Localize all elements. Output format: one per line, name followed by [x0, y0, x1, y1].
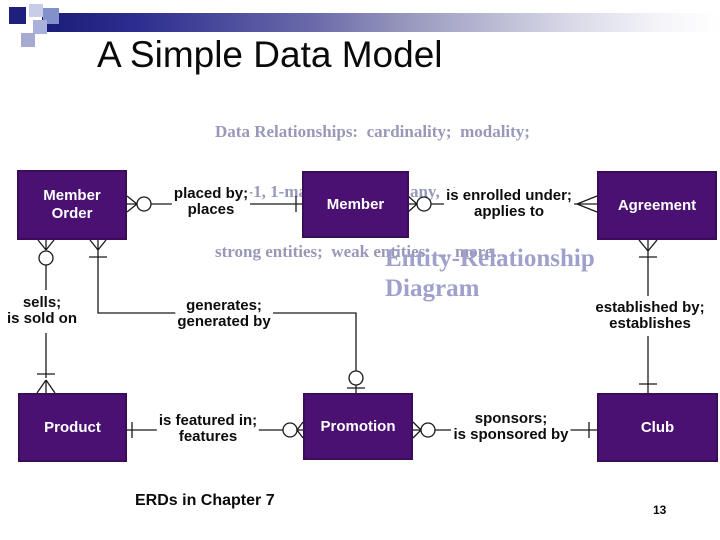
crows-foot-icon — [412, 421, 422, 439]
connector-sponsors — [412, 421, 597, 439]
connector-featured-in — [127, 421, 304, 439]
relationship-line: is featured in; — [158, 412, 258, 429]
connector-established-by — [638, 239, 658, 393]
relationship-line: features — [178, 428, 238, 445]
optional-circle-icon — [136, 196, 152, 212]
relationship-label-established-by: established by; establishes — [593, 299, 707, 332]
relationship-line: places — [187, 201, 235, 218]
page-number: 13 — [653, 503, 667, 517]
subtitle-line-1: Data Relationships: cardinality; modalit… — [215, 122, 530, 141]
optional-circle-icon — [348, 370, 364, 386]
footer-text: ERDs in Chapter 7 — [135, 492, 275, 509]
crows-foot-icon — [36, 379, 56, 394]
relationship-line: generated by — [177, 313, 271, 330]
relationship-line: is sponsored by — [453, 426, 569, 443]
entity-box-promotion: Promotion — [303, 393, 413, 460]
entity-label: Agreement — [617, 196, 697, 214]
relationship-label-enrolled-under: is enrolled under; applies to — [444, 188, 574, 220]
relationship-line: applies to — [473, 203, 545, 220]
optional-circle-icon — [420, 422, 436, 438]
relationship-line: placed by; — [173, 185, 249, 202]
deco-square-slate — [43, 8, 59, 24]
crows-foot-icon — [89, 239, 107, 251]
entity-box-club: Club — [597, 393, 718, 462]
entity-box-member: Member — [302, 171, 409, 238]
deco-square-navy — [9, 7, 26, 24]
crows-foot-icon — [576, 195, 598, 213]
crows-foot-icon — [407, 195, 418, 213]
connector-line — [97, 250, 357, 371]
header-gradient-bar — [42, 13, 720, 32]
entity-label: Product — [44, 418, 101, 436]
relationship-label-placed-by: placed by; places — [171, 185, 251, 218]
deco-square-lavender — [33, 20, 47, 34]
relationship-label-sells: sells; is sold on — [4, 294, 80, 327]
entity-label: Member — [326, 195, 385, 213]
diagram-caption: Entity-Relationship Diagram — [385, 245, 595, 302]
crows-foot-icon — [296, 421, 304, 439]
entity-box-agreement: Agreement — [597, 171, 717, 240]
connector-sells — [36, 239, 56, 394]
entity-box-member-order: Member Order — [17, 170, 127, 240]
relationship-line: sells; — [22, 294, 62, 311]
relationship-label-generates: generates; generated by — [175, 297, 273, 330]
deco-square-light — [29, 4, 43, 17]
subtitle-line-3: strong entities; weak entities, ... more… — [215, 242, 506, 261]
optional-circle-icon — [282, 422, 298, 438]
entity-label: Club — [640, 418, 675, 436]
relationship-label-featured-in: is featured in; features — [156, 412, 260, 445]
relationship-label-sponsors: sponsors; is sponsored by — [451, 410, 571, 443]
connector-placed-by — [126, 195, 302, 213]
crows-foot-icon — [126, 195, 138, 213]
relationship-line: is sold on — [6, 310, 78, 327]
entity-label: Promotion — [320, 417, 396, 435]
connector-generates — [89, 239, 365, 393]
relationship-line: is enrolled under; — [446, 187, 572, 204]
entity-box-product: Product — [18, 393, 127, 462]
deco-square-lightpurple — [21, 33, 35, 47]
relationship-line: established by; — [595, 299, 705, 316]
relationship-line: sponsors; — [474, 410, 548, 427]
entity-label: Member Order — [43, 187, 101, 222]
crows-foot-icon — [37, 239, 55, 251]
slide-title: A Simple Data Model — [97, 34, 443, 75]
relationship-line: generates; — [186, 297, 262, 314]
optional-circle-icon — [38, 250, 54, 266]
crows-foot-icon — [638, 239, 658, 252]
optional-circle-icon — [416, 196, 432, 212]
relationship-line: establishes — [609, 315, 691, 332]
